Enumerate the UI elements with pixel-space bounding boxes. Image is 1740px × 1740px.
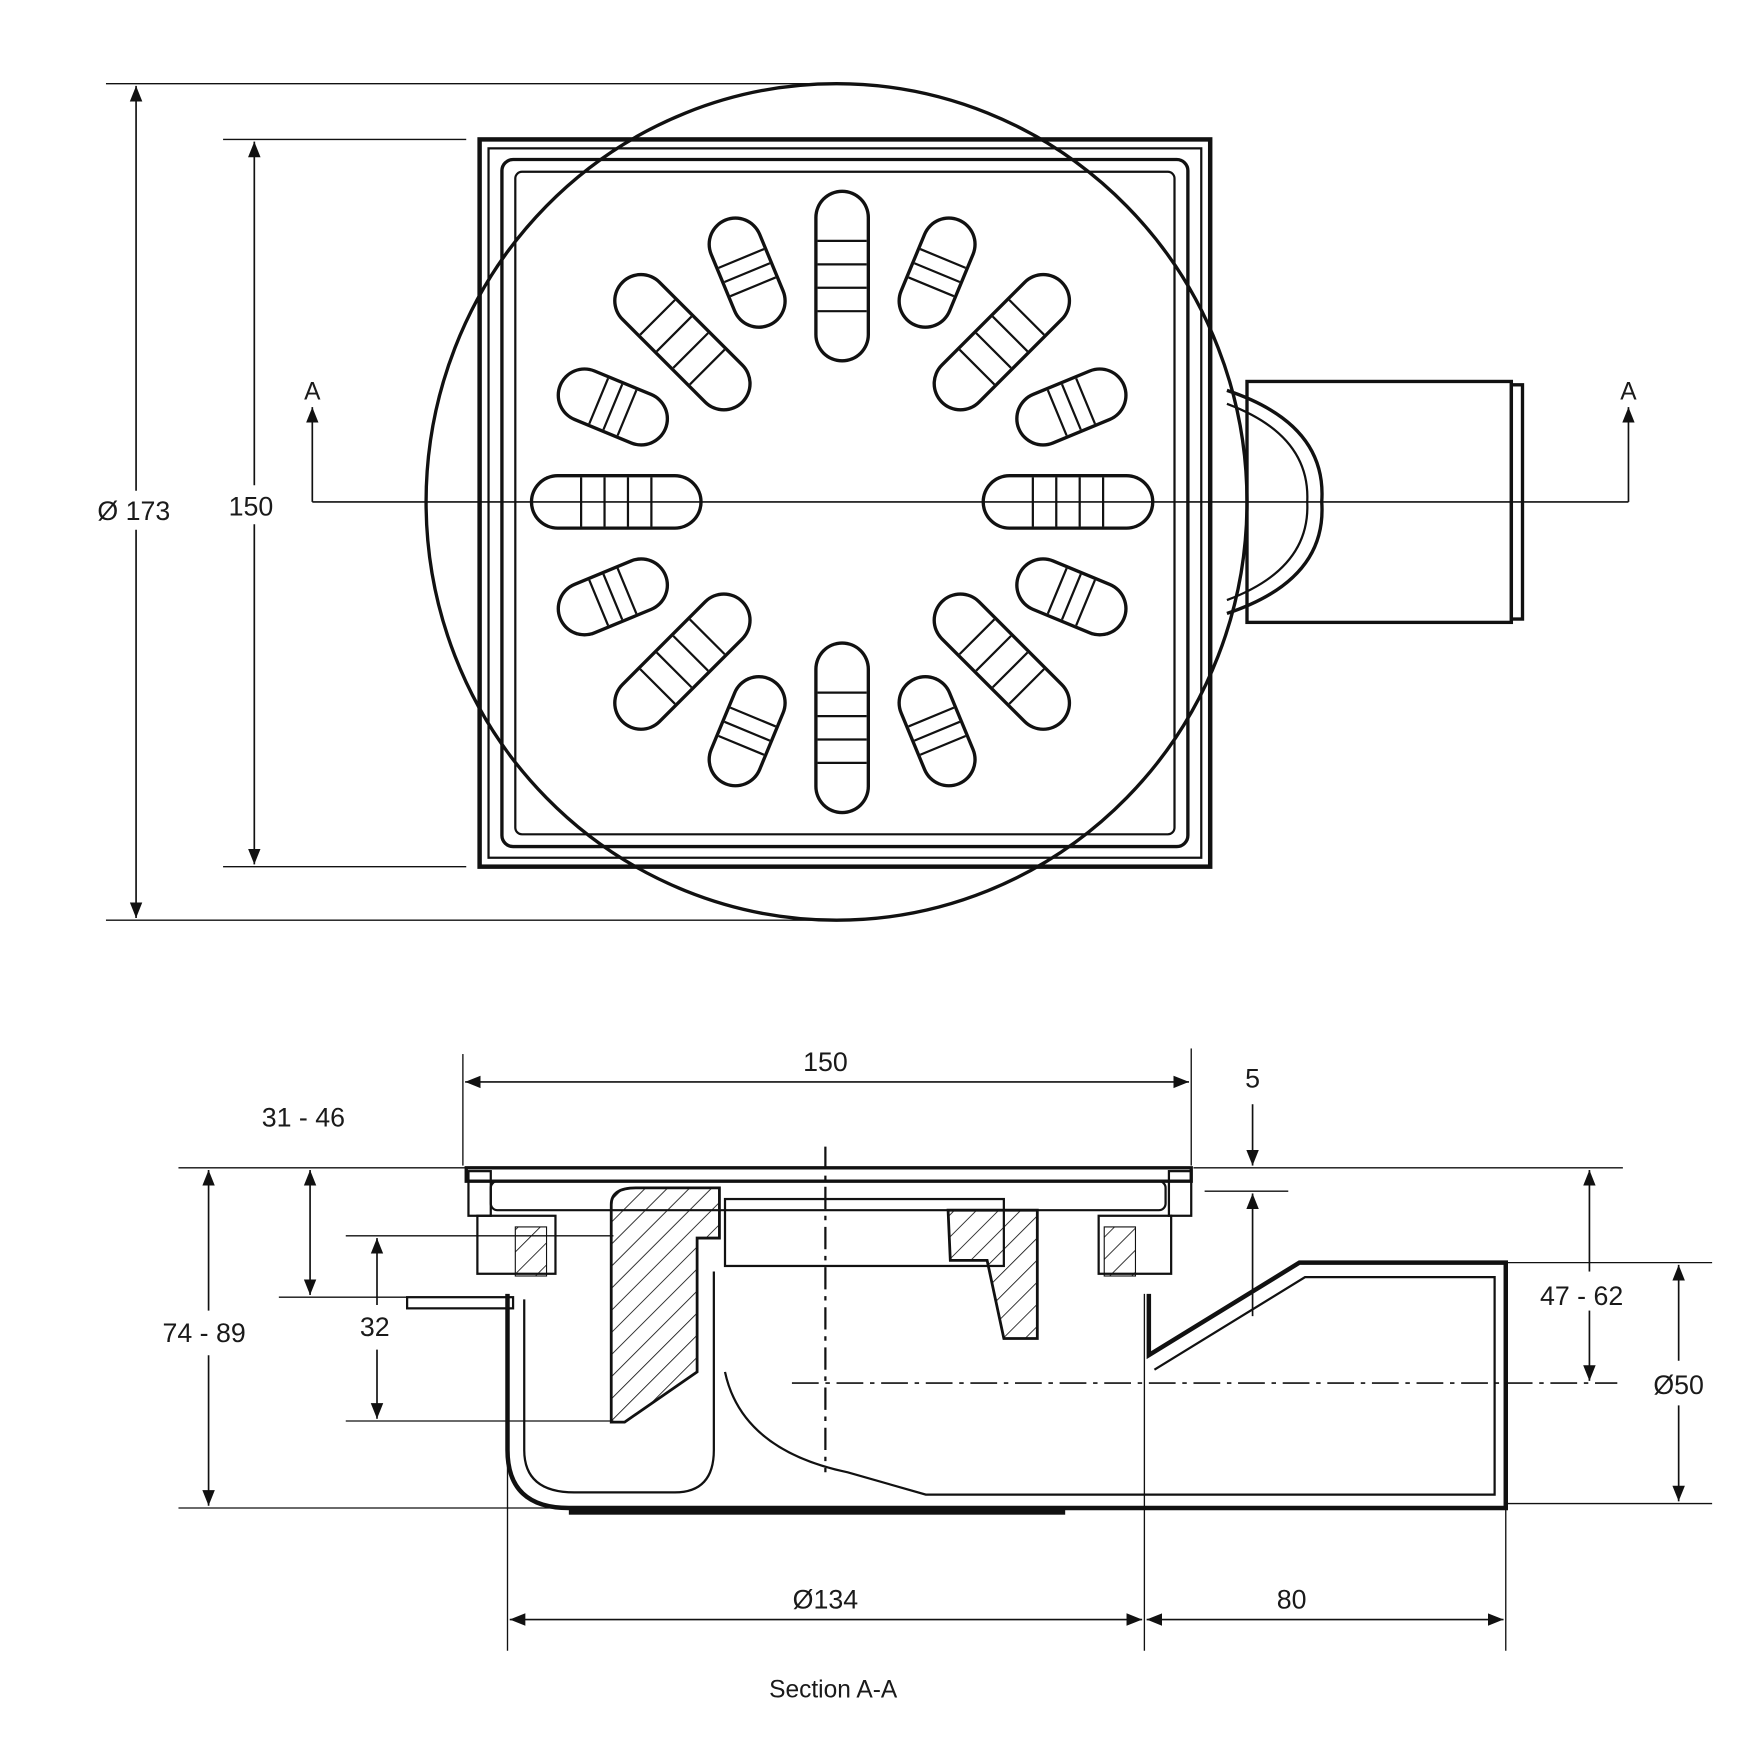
dimension-label: 31 - 46 [262,1103,345,1133]
dimension-grate-height: 150 [223,138,467,868]
dimension-label: 32 [360,1312,390,1342]
dimension-total-height: 74 - 89 [162,1170,569,1509]
dimension-label: 150 [803,1047,848,1077]
grate-slot [556,367,670,447]
drain-body [505,1260,1508,1511]
dimension-outlet-height: 47 - 62 [1540,1170,1623,1381]
grate-slot [613,592,752,731]
water-seal [609,1186,721,1424]
dimension-label: 80 [1277,1584,1307,1614]
dimension-label: 150 [229,491,274,521]
grate-frame-inner [500,157,1190,849]
section-line-a-a: A A [304,378,1637,503]
grate-slot [814,641,870,815]
dimension-label: Ø134 [793,1584,859,1614]
dimension-outlet-diameter: Ø50 [1505,1261,1713,1505]
grate-slot [1015,557,1128,637]
grate-slot [613,272,752,412]
top-view: A A Ø 173 150 [97,81,1637,922]
grate-frame-mid [487,147,1203,859]
grate-slot [897,216,977,329]
dimension-label: Ø 173 [97,496,170,526]
dimension-label: 74 - 89 [162,1318,245,1348]
dimension-label: 47 - 62 [1540,1281,1623,1311]
grate-section [464,1166,1193,1217]
seal-cover [723,1197,1005,1268]
dimension-seal-height: 32 [345,1235,614,1422]
grate-slot [707,216,787,329]
grate-slot [897,674,977,788]
grate-slot [707,674,787,788]
grate-slot [556,557,670,637]
membrane-flange [406,1296,515,1310]
dimension-outlet-length: 80 [1146,1584,1504,1626]
dimension-label: Ø50 [1653,1370,1704,1400]
grate-slot [932,272,1072,412]
section-mark-right: A [1620,378,1637,405]
dimension-width: 150 [462,1047,1192,1166]
grate-slot [932,592,1072,731]
dimension-body-diameter: Ø134 [506,1293,1507,1651]
dimension-flange: 5 [1193,1064,1623,1317]
grate-frame-outer [477,137,1213,869]
section-title: Section A-A [769,1677,898,1704]
section-view: 150 5 31 - 46 74 - 89 32 [162,1047,1713,1704]
section-mark-left: A [304,378,321,405]
dimension-adjust-top: 31 - 46 [178,1103,467,1298]
grate-plate [514,170,1176,836]
grate-slot [1015,367,1128,447]
dimension-label: 5 [1245,1064,1260,1094]
dimension-outer-diameter: Ø 173 [97,82,837,921]
grate-slot [814,189,870,363]
